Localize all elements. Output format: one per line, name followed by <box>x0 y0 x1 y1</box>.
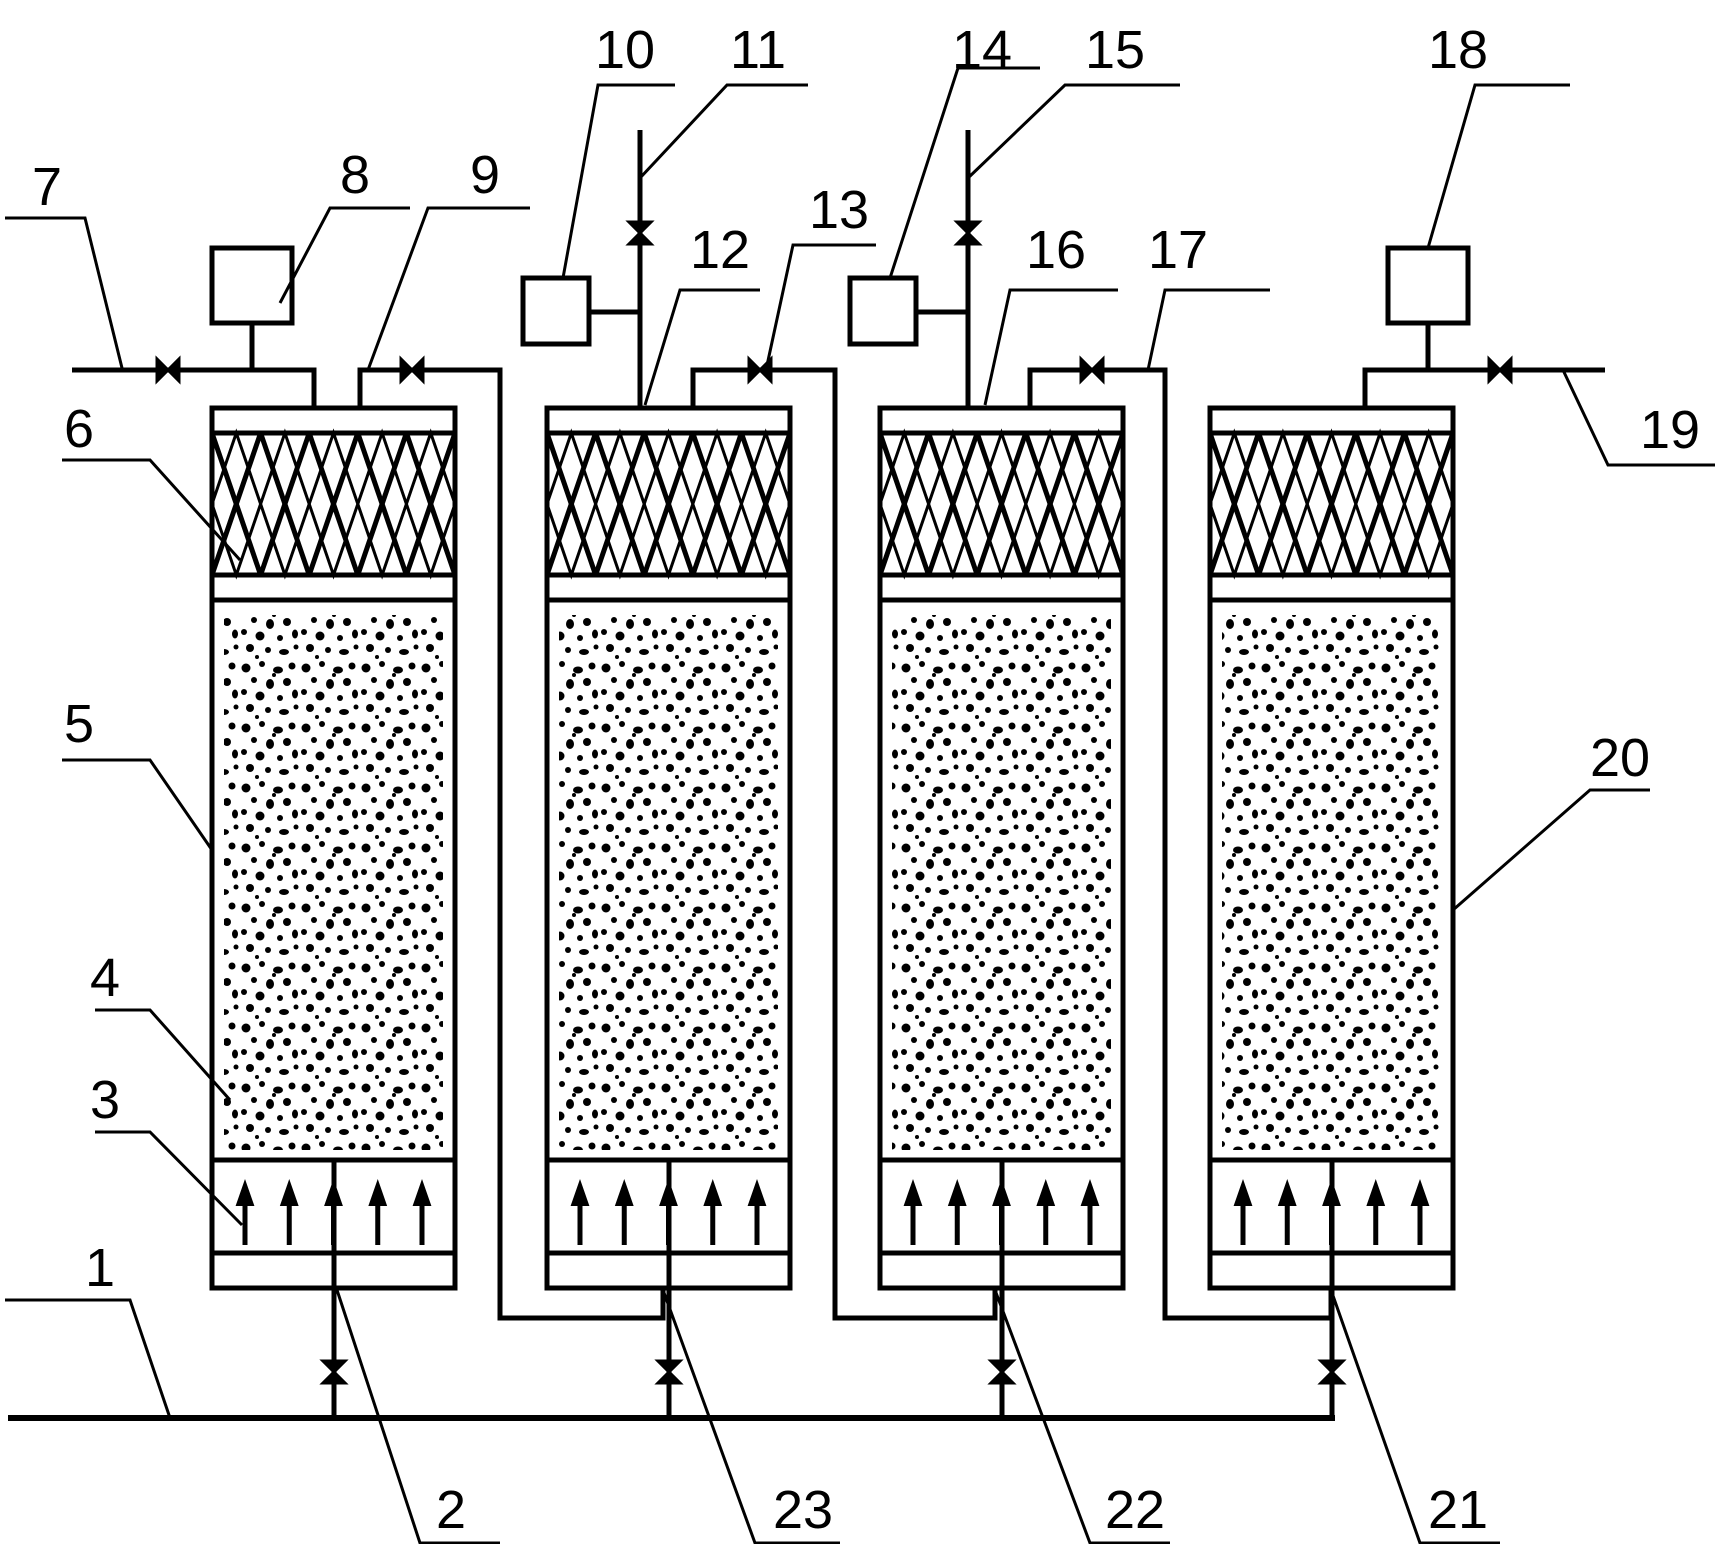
mesh-demister-2 <box>544 428 793 580</box>
label-18: 18 <box>1428 20 1488 80</box>
label-17: 17 <box>1148 220 1208 280</box>
label-8: 8 <box>340 145 370 205</box>
col1-left-nozzle <box>72 367 317 408</box>
valve-13 <box>747 355 773 385</box>
leader-12 <box>643 288 760 406</box>
label-1: 1 <box>85 1238 115 1298</box>
inlet-valve-3 <box>987 1359 1017 1385</box>
leader-7 <box>5 216 124 369</box>
leader-10 <box>561 83 675 279</box>
leader-4 <box>95 1008 232 1101</box>
label-4: 4 <box>90 948 120 1008</box>
leader-15 <box>966 83 1180 180</box>
packing-bed-4 <box>1222 615 1441 1150</box>
instrument-18 <box>1385 245 1471 326</box>
instrument-8 <box>209 245 295 326</box>
transfer-pipe-13 <box>690 367 998 1321</box>
leader-11 <box>638 83 808 180</box>
inlet-valve-1 <box>319 1359 349 1385</box>
label-2: 2 <box>436 1480 466 1540</box>
leader-18 <box>1426 83 1570 249</box>
label-7: 7 <box>32 157 62 217</box>
leader-8 <box>278 206 410 304</box>
mesh-demister-3 <box>877 428 1126 580</box>
label-23: 23 <box>773 1480 833 1540</box>
mesh-demister-4 <box>1207 428 1456 580</box>
mesh-demister-1 <box>209 428 458 580</box>
transfer-pipe-17 <box>1027 367 1334 1321</box>
adsorption-column-2 <box>544 405 793 1291</box>
leader-13 <box>764 243 876 371</box>
leader-1 <box>5 1298 172 1419</box>
transfer-pipe-9 <box>357 367 666 1321</box>
equipment <box>5 66 1715 1545</box>
label-13: 13 <box>809 180 869 240</box>
label-21: 21 <box>1428 1480 1488 1540</box>
leader-14 <box>888 66 1040 279</box>
packing-bed-2 <box>559 615 778 1150</box>
leader-20 <box>1452 788 1650 912</box>
label-12: 12 <box>690 220 750 280</box>
label-19: 19 <box>1640 400 1700 460</box>
outlet-pipe-19 <box>1362 367 1605 408</box>
leader-9 <box>366 206 530 371</box>
leader-3 <box>95 1130 244 1227</box>
label-10: 10 <box>595 20 655 80</box>
label-16: 16 <box>1026 220 1086 280</box>
leader-19 <box>1561 369 1715 467</box>
leader-16 <box>983 288 1118 406</box>
label-5: 5 <box>64 694 94 754</box>
packing-bed-3 <box>892 615 1111 1150</box>
adsorption-column-3 <box>877 405 1126 1291</box>
label-15: 15 <box>1085 20 1145 80</box>
leader-6 <box>62 458 242 562</box>
label-9: 9 <box>470 145 500 205</box>
inlet-valve-4 <box>1317 1359 1347 1385</box>
instrument-14 <box>847 275 919 347</box>
adsorption-column-4 <box>1207 405 1456 1291</box>
valve-11 <box>625 220 655 246</box>
leader-lines <box>5 66 1715 1545</box>
label-22: 22 <box>1105 1480 1165 1540</box>
valve-9 <box>399 355 425 385</box>
label-6: 6 <box>64 399 94 459</box>
label-14: 14 <box>952 20 1012 80</box>
valve-17 <box>1079 355 1105 385</box>
leader-22 <box>993 1289 1170 1545</box>
valve-19 <box>1487 355 1513 385</box>
leader-21 <box>1329 1289 1500 1545</box>
label-11: 11 <box>730 20 786 80</box>
label-3: 3 <box>90 1070 120 1130</box>
leader-17 <box>1146 288 1270 371</box>
label-20: 20 <box>1590 728 1650 788</box>
labels: 1 2 3 4 5 6 7 8 9 10 11 12 13 14 15 16 1… <box>32 20 1700 1540</box>
valve-7 <box>155 355 181 385</box>
leader-5 <box>62 758 214 851</box>
packing-bed-1 <box>224 615 443 1150</box>
adsorption-column-1 <box>209 405 458 1291</box>
leader-23 <box>661 1289 840 1545</box>
valve-15 <box>953 220 983 246</box>
instrument-10 <box>520 275 592 347</box>
leader-2 <box>335 1289 500 1545</box>
inlet-valve-2 <box>654 1359 684 1385</box>
